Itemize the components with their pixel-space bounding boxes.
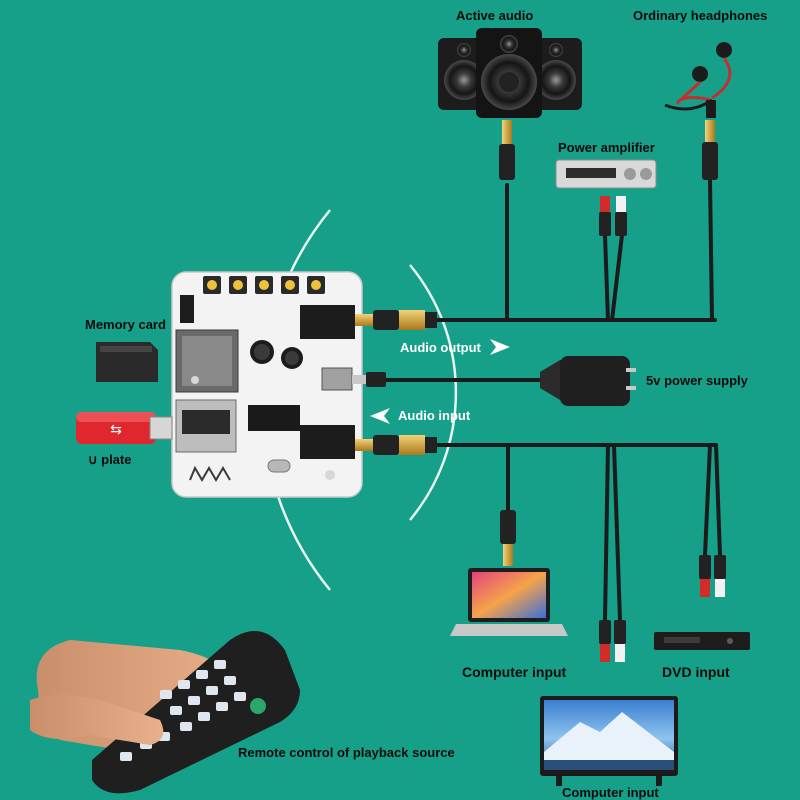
remote-control-label: Remote control of playback source	[238, 745, 455, 760]
headphone-plug	[702, 120, 718, 180]
output-plug	[355, 310, 437, 330]
power-adapter-image	[540, 356, 636, 406]
audio-output-label: Audio output	[400, 340, 481, 355]
active-audio-plug	[499, 120, 515, 180]
computer-input-tv-label: Computer input	[562, 785, 659, 800]
amp-cable-l	[603, 233, 610, 322]
bluetooth-board	[171, 271, 363, 498]
audio-output-arrow	[490, 339, 510, 355]
headphones-image	[664, 42, 732, 118]
input-plug	[355, 435, 437, 455]
audio-input-arrow	[370, 408, 390, 424]
active-audio-label: Active audio	[456, 8, 534, 23]
laptop-image	[450, 568, 568, 636]
cables	[353, 178, 722, 622]
svg-text:⇆: ⇆	[110, 422, 122, 438]
input-jack	[300, 425, 355, 459]
micro-usb-port	[321, 367, 353, 391]
active-speakers-image	[438, 28, 582, 118]
tv-image	[540, 696, 678, 786]
computer-plug	[500, 510, 516, 566]
main-chip	[248, 405, 300, 431]
dvd-player-image	[654, 632, 750, 650]
dvd-cable-r	[714, 443, 722, 557]
tv-cable-r	[612, 443, 622, 622]
output-jack	[300, 305, 355, 339]
dvd-rca-plugs	[699, 555, 726, 597]
board-buttons	[203, 276, 325, 294]
headphone-cable	[708, 178, 714, 322]
ordinary-headphones-label: Ordinary headphones	[633, 8, 768, 23]
amp-cable-r	[610, 233, 624, 322]
board-arc-right	[409, 264, 458, 521]
memory-card-label: Memory card	[85, 317, 166, 332]
power-amplifier-label: Power amplifier	[558, 140, 655, 155]
amp-rca-plugs	[599, 196, 627, 236]
power-supply-label: 5v power supply	[646, 373, 748, 388]
computer-input-label: Computer input	[462, 664, 567, 680]
dvd-input-label: DVD input	[662, 664, 730, 680]
u-plate-label: ∪ plate	[88, 452, 132, 467]
power-amplifier-image	[555, 159, 657, 189]
remote-control-image	[30, 631, 300, 794]
dvd-cable-l	[703, 443, 712, 557]
audio-input-label: Audio input	[398, 408, 471, 423]
tv-rca-plugs	[599, 620, 626, 662]
micro-usb-plug	[352, 372, 386, 387]
usb-stick-image: ⇆	[76, 412, 173, 444]
memory-card-image	[96, 342, 158, 382]
tv-cable-l	[603, 443, 610, 622]
